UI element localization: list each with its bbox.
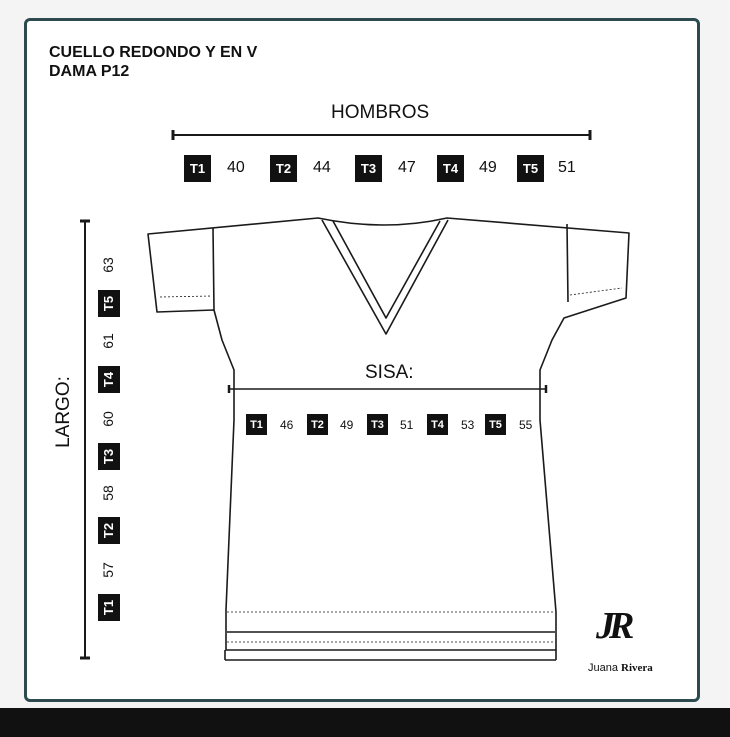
hombros-measure-line	[171, 130, 592, 140]
tshirt-outline	[147, 217, 630, 661]
brand-monogram: JR	[596, 605, 634, 647]
chart-title: CUELLO REDONDO Y EN V DAMA P12	[49, 43, 257, 81]
sisa-badge-t2: T2	[307, 414, 328, 435]
largo-badge-t2: T2	[98, 517, 120, 544]
sisa-label: SISA:	[365, 362, 414, 383]
brand-first-name: Juana	[588, 662, 618, 674]
title-line-2: DAMA P12	[49, 63, 130, 80]
largo-badge-t4: T4	[98, 366, 120, 393]
hombros-value-t1: 40	[227, 159, 245, 176]
sisa-value-t4: 53	[461, 418, 475, 432]
sisa-value-t1: 46	[280, 418, 294, 432]
hombros-value-t4: 49	[479, 159, 497, 176]
sisa-measure-line	[227, 385, 548, 393]
bottom-bar	[0, 708, 730, 737]
hombros-value-t5: 51	[558, 159, 576, 176]
sisa-badge-t4: T4	[427, 414, 448, 435]
sisa-badge-t3: T3	[367, 414, 388, 435]
largo-value-t4: 61	[100, 333, 116, 349]
largo-label: LARGO:	[53, 376, 74, 448]
sisa-badge-t5: T5	[485, 414, 506, 435]
hombros-value-t3: 47	[398, 159, 416, 176]
hombros-badge-t1: T1	[184, 155, 211, 182]
largo-value-t1: 57	[100, 562, 116, 578]
hombros-value-t2: 44	[313, 159, 331, 176]
size-chart-card	[24, 18, 700, 702]
sisa-value-t2: 49	[340, 418, 354, 432]
largo-measure-line	[80, 219, 90, 660]
hombros-badge-t4: T4	[437, 155, 464, 182]
largo-badge-t1: T1	[98, 594, 120, 621]
largo-value-t5: 63	[100, 257, 116, 273]
hombros-label: HOMBROS	[331, 102, 430, 123]
title-line-1: CUELLO REDONDO Y EN V	[49, 44, 258, 61]
sisa-value-t3: 51	[400, 418, 414, 432]
hombros-badge-t3: T3	[355, 155, 382, 182]
largo-value-t2: 58	[100, 485, 116, 501]
sisa-badge-t1: T1	[246, 414, 267, 435]
brand-last-name: Rivera	[621, 662, 653, 674]
sisa-value-t5: 55	[519, 418, 533, 432]
hombros-badge-t2: T2	[270, 155, 297, 182]
largo-badge-t5: T5	[98, 290, 120, 317]
hombros-badge-t5: T5	[517, 155, 544, 182]
largo-value-t3: 60	[100, 411, 116, 427]
largo-badge-t3: T3	[98, 443, 120, 470]
brand-name: Juana Rivera	[588, 662, 653, 674]
